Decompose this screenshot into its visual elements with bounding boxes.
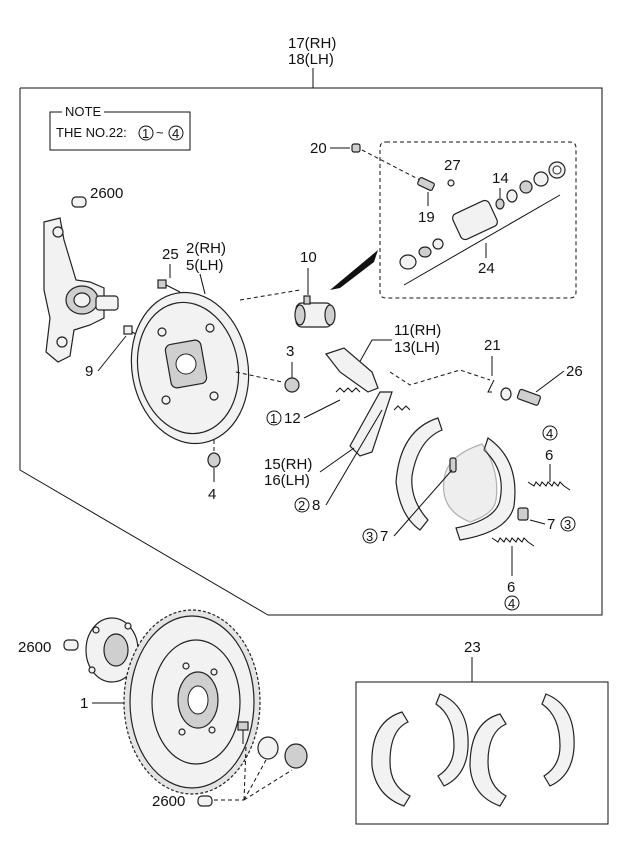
svg-text:4: 4 — [546, 426, 553, 441]
shoe-kit — [371, 693, 575, 807]
svg-text:3: 3 — [366, 529, 373, 544]
label-25: 25 — [162, 246, 179, 263]
brake-shoe-front — [395, 417, 443, 531]
steel-ball — [447, 179, 455, 187]
bolt-25 — [157, 279, 167, 289]
label-2600-bottom: 2600 — [152, 793, 185, 810]
hold-down-pin — [487, 379, 495, 393]
label-7-right: 7 — [547, 516, 555, 533]
label-2600-mid: 2600 — [18, 639, 51, 656]
detail-pointer — [330, 250, 378, 290]
label-5-lh: 5(LH) — [186, 257, 224, 274]
backing-plate — [130, 291, 250, 445]
label-10: 10 — [300, 249, 317, 266]
note-range-end: 4 — [172, 126, 179, 141]
label-6-top: 6 — [545, 447, 553, 464]
grease-2600-mid — [63, 639, 79, 651]
label-11-rh: 11(RH) — [394, 322, 441, 339]
label-3: 3 — [286, 343, 294, 360]
label-assembly-rh: 17(RH) — [288, 35, 336, 52]
parking-lever — [325, 347, 379, 393]
label-23: 23 — [464, 639, 481, 656]
wheel-cylinder-parts — [399, 161, 566, 270]
note-box — [49, 111, 191, 151]
label-19: 19 — [418, 209, 435, 226]
label-15-rh: 15(RH) — [264, 456, 312, 473]
grease-2600-top — [71, 196, 87, 208]
clip-7-right — [517, 507, 529, 521]
label-26: 26 — [566, 363, 583, 380]
bolt-9-head — [123, 325, 133, 335]
label-27: 27 — [444, 157, 461, 174]
circle-6-top — [542, 425, 558, 441]
label-8: 8 — [312, 497, 320, 514]
note-title: NOTE — [65, 104, 101, 119]
spring-12 — [335, 387, 361, 393]
note-range-start: 1 — [142, 126, 149, 141]
label-20: 20 — [310, 140, 327, 157]
spring-6-bottom — [491, 537, 535, 547]
label-7-left: 7 — [380, 528, 388, 545]
label-9: 9 — [85, 363, 93, 380]
note-range-sep: ~ — [156, 125, 164, 140]
label-assembly-lh: 18(LH) — [288, 51, 334, 68]
assembly-boundary — [19, 87, 603, 616]
label-6-bottom: 6 — [507, 579, 515, 596]
svg-text:3: 3 — [564, 517, 571, 532]
circle-7-right — [560, 516, 576, 532]
label-24: 24 — [478, 260, 495, 277]
bleeder-cap — [351, 143, 361, 153]
steering-knuckle — [43, 217, 119, 363]
note-text: THE NO.22: — [56, 125, 127, 140]
nut-26 — [500, 387, 512, 401]
brake-drum — [123, 609, 261, 795]
circle-7-left — [362, 528, 378, 544]
spring-6-top — [527, 481, 571, 491]
label-14: 14 — [492, 170, 509, 187]
hub-cap — [284, 743, 308, 769]
label-1: 1 — [80, 695, 88, 712]
label-2-rh: 2(RH) — [186, 240, 226, 257]
drum-screw — [237, 721, 249, 731]
bleeder-screw — [417, 177, 435, 191]
strut — [349, 391, 393, 457]
label-4: 4 — [208, 486, 216, 503]
bolt-26 — [516, 388, 542, 406]
shoe-kit-box — [355, 681, 609, 825]
wheel-cylinder — [294, 295, 336, 328]
svg-text:2: 2 — [298, 498, 305, 513]
clip-7-left — [449, 457, 457, 473]
wheel-hub — [85, 617, 139, 683]
label-13-lh: 13(LH) — [394, 339, 440, 356]
hub-nut — [257, 736, 279, 760]
note-circle-start — [138, 125, 154, 141]
circle-6-bottom — [504, 595, 520, 611]
rubber-plug — [284, 377, 300, 393]
plug-4 — [207, 452, 221, 468]
label-16-lh: 16(LH) — [264, 472, 310, 489]
label-21: 21 — [484, 337, 501, 354]
label-2600-top: 2600 — [90, 185, 123, 202]
circle-12 — [266, 410, 282, 426]
grease-2600-bottom — [197, 795, 213, 807]
wheel-cylinder-detail-box — [379, 141, 577, 299]
circle-8 — [294, 497, 310, 513]
brake-shoe-rear — [442, 437, 516, 541]
svg-text:1: 1 — [270, 411, 277, 426]
note-circle-end — [168, 125, 184, 141]
label-12: 12 — [284, 410, 301, 427]
svg-text:4: 4 — [508, 596, 515, 611]
